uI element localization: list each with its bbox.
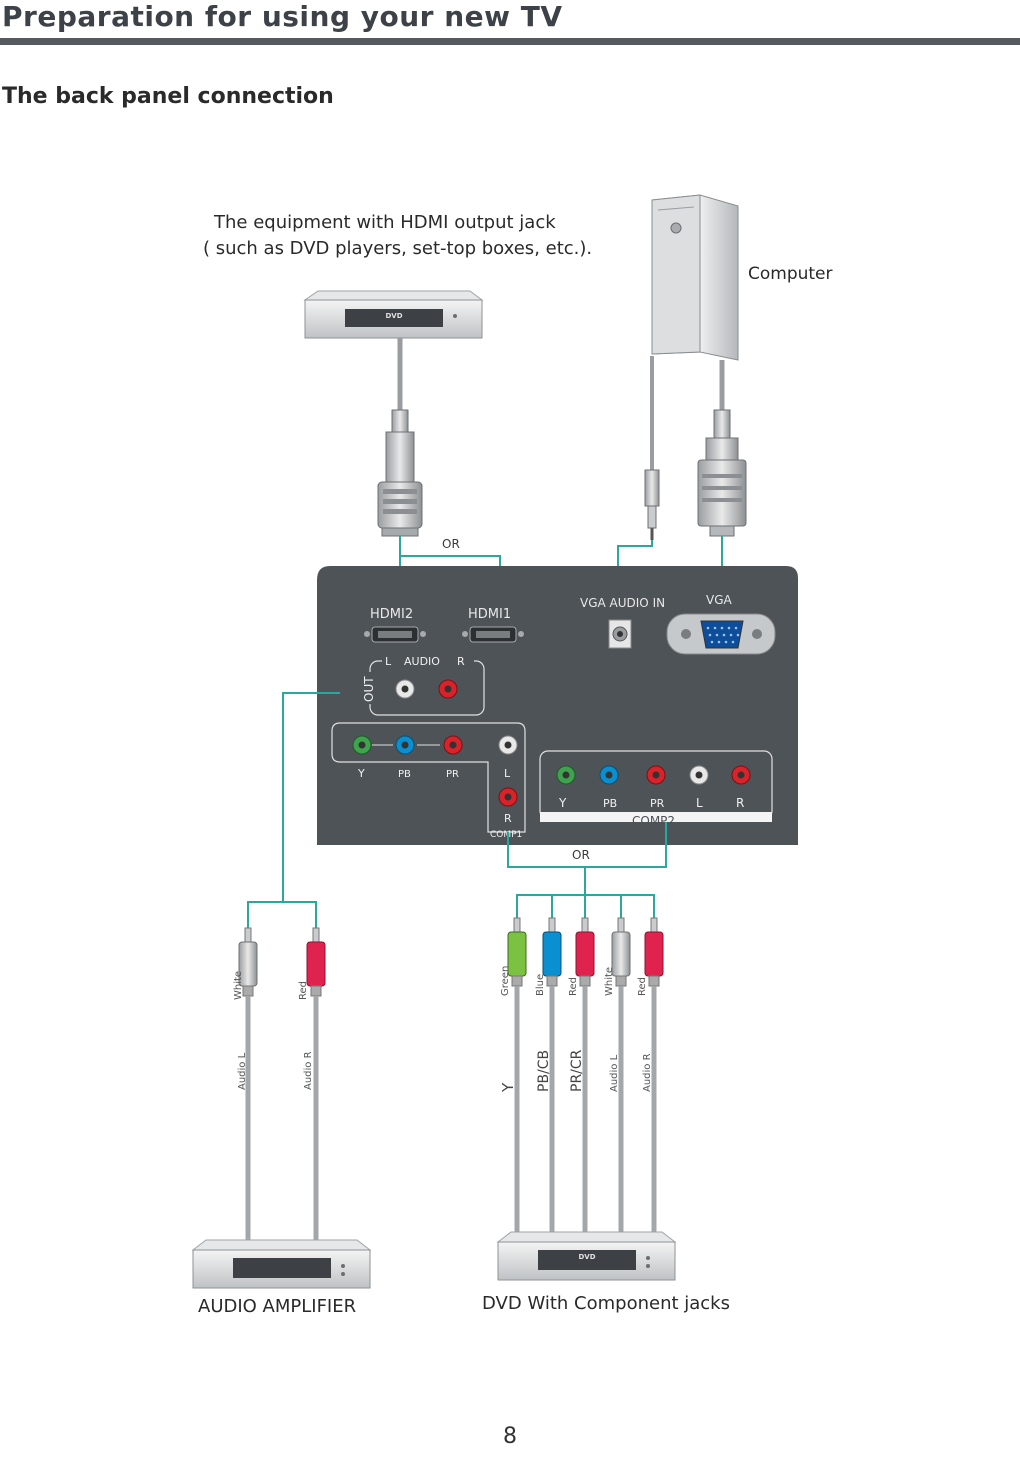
amp-audio-r-label: Audio R <box>303 1051 314 1090</box>
y-signal-label: Y <box>499 1082 517 1093</box>
or-label-bottom: OR <box>572 848 590 862</box>
white-label: White <box>604 967 615 996</box>
comp2-l-jack <box>689 765 709 785</box>
amp-red-plug <box>306 927 326 1240</box>
out-label: OUT <box>362 676 376 702</box>
comp1-pb-jack <box>395 735 415 755</box>
hdmi-cable <box>377 338 423 537</box>
audio-l-signal-label: Audio L <box>609 1054 620 1092</box>
green-plug <box>507 917 527 1232</box>
computer-audio-cable <box>644 356 660 540</box>
green-label: Green <box>500 966 511 996</box>
comp1-r-label: R <box>504 812 512 825</box>
audio-out-l-jack <box>395 679 415 699</box>
amp-white-plug <box>238 927 258 1240</box>
computer-tower <box>651 194 739 361</box>
title-rule <box>0 38 1020 45</box>
comp2-label: COMP2 <box>632 814 675 828</box>
comp1-y-jack <box>352 735 372 755</box>
audio-out-group <box>361 656 485 716</box>
hdmi1-port <box>462 626 524 643</box>
comp1-label: COMP1 <box>490 830 522 840</box>
amplifier-caption: AUDIO AMPLIFIER <box>198 1296 357 1317</box>
blue-label: Blue <box>535 974 546 996</box>
hdmi-dvd-player: DVD <box>303 290 484 339</box>
audio-out-r-jack <box>438 679 458 699</box>
comp2-y-jack <box>556 765 576 785</box>
comp2-r-jack <box>731 765 751 785</box>
comp1-l-jack <box>498 735 518 755</box>
comp1-group <box>331 722 526 833</box>
page-number: 8 <box>503 1424 517 1449</box>
red-plug-audio <box>644 917 664 1232</box>
comp2-l-label: L <box>696 796 703 810</box>
comp2-pb-jack <box>599 765 619 785</box>
dvd-component-caption: DVD With Component jacks <box>482 1293 730 1314</box>
audio-r-signal-label: Audio R <box>642 1053 653 1092</box>
comp2-pr-label: PR <box>650 797 665 810</box>
vga-audio-in-label: VGA AUDIO IN <box>580 596 665 610</box>
or-label-top: OR <box>442 537 460 551</box>
amp-red-label: Red <box>298 981 309 1000</box>
comp2-pr-jack <box>646 765 666 785</box>
computer-vga-cable <box>697 360 747 537</box>
comp2-group <box>539 750 773 822</box>
computer-caption: Computer <box>748 264 833 284</box>
pbcb-signal-label: PB/CB <box>536 1050 552 1092</box>
comp1-y-label: Y <box>357 767 365 780</box>
dvd-logo: DVD <box>385 312 402 320</box>
amp-white-label: White <box>233 971 244 1000</box>
red-plug-pr <box>575 917 595 1232</box>
hdmi-caption-line1: The equipment with HDMI output jack <box>214 212 556 233</box>
audio-out-label: AUDIO <box>404 655 440 668</box>
white-plug <box>611 917 631 1232</box>
comp2-y-label: Y <box>558 796 567 810</box>
component-wires <box>507 822 667 918</box>
hdmi-caption-line2: ( such as DVD players, set-top boxes, et… <box>203 238 593 259</box>
audio-amplifier <box>191 1239 372 1289</box>
comp1-l-label: L <box>504 767 511 780</box>
section-title: The back panel connection <box>2 84 334 109</box>
hdmi2-port <box>364 626 426 643</box>
vga-audio-in-port <box>608 619 632 649</box>
comp1-r-jack <box>498 787 518 807</box>
hdmi2-label: HDMI2 <box>370 607 413 622</box>
audio-out-l: L <box>385 655 392 668</box>
comp2-r-label: R <box>736 796 744 810</box>
component-dvd-player: DVD <box>496 1231 677 1281</box>
amplifier-wires <box>247 692 340 928</box>
page-title: Preparation for using your new TV <box>2 0 563 33</box>
audio-out-r: R <box>457 655 465 668</box>
red-label-1: Red <box>568 977 579 996</box>
comp1-pr-label: PR <box>446 769 459 780</box>
prcr-signal-label: PR/CR <box>569 1049 585 1092</box>
amp-audio-l-label: Audio L <box>237 1052 248 1090</box>
comp1-pr-jack <box>443 735 463 755</box>
blue-plug <box>542 917 562 1232</box>
vga-label: VGA <box>706 593 733 607</box>
red-label-2: Red <box>637 977 648 996</box>
hdmi1-label: HDMI1 <box>468 607 511 622</box>
comp2-pb-label: PB <box>603 797 617 810</box>
dvd-logo-bottom: DVD <box>578 1253 595 1261</box>
comp1-pb-label: PB <box>398 769 411 780</box>
vga-port <box>666 613 776 655</box>
